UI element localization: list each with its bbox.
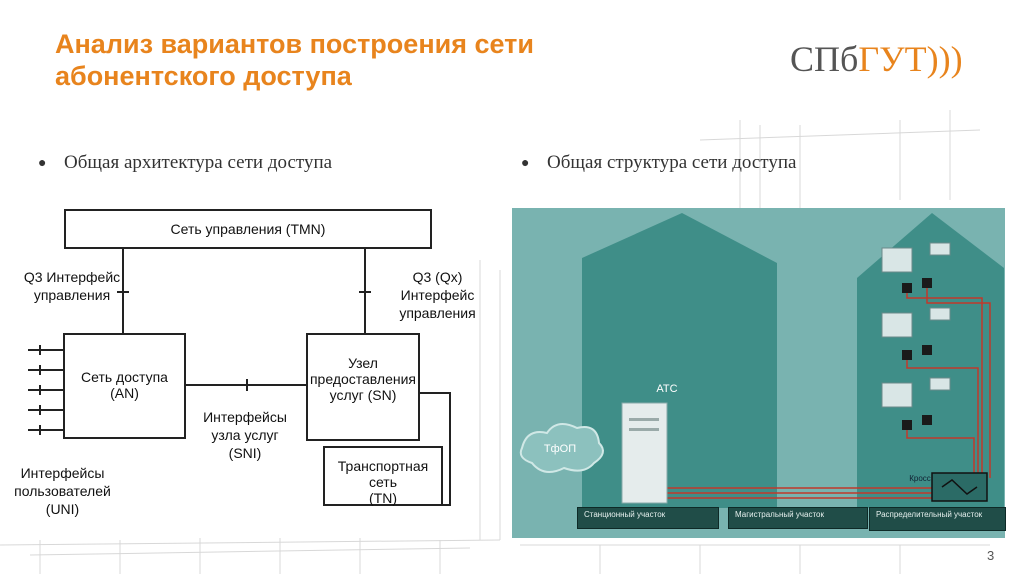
access-network-box: Сеть доступа (AN) bbox=[63, 333, 186, 439]
sn-line2: предоставления bbox=[309, 371, 417, 387]
q3-right-line1: Q3 (Qx) Интерфейс bbox=[400, 269, 475, 303]
q3-left-line2: управления bbox=[33, 287, 111, 303]
sn-line1: Узел bbox=[348, 355, 378, 371]
segment-station: Станционный участок bbox=[577, 507, 719, 529]
q3-right-label: Q3 (Qx) Интерфейс управления bbox=[375, 268, 500, 322]
sn-line3: услуг (SN) bbox=[329, 387, 397, 403]
an-line2: (AN) bbox=[110, 385, 139, 401]
q3-right-line2: управления bbox=[399, 305, 476, 321]
kross-label: Кросс bbox=[909, 474, 931, 483]
q3-left-label: Q3 Интерфейс управления bbox=[22, 268, 122, 304]
service-node-box: Узел предоставления услуг (SN) bbox=[306, 333, 420, 441]
segment-trunk-label: Магистральный участок bbox=[735, 510, 824, 519]
segment-distribution: Распределительный участок bbox=[869, 507, 1006, 531]
ats-label: АТС bbox=[656, 383, 678, 395]
segment-distribution-label: Распределительный участок bbox=[876, 510, 983, 519]
spbgut-logo: СПбГУТ))) bbox=[790, 38, 990, 88]
uni-line3: (UNI) bbox=[45, 501, 80, 517]
tmn-label: Сеть управления (TMN) bbox=[170, 221, 326, 237]
bullet-architecture: ● Общая архитектура сети доступа bbox=[38, 152, 333, 174]
slide-title: Анализ вариантов построения сети абонент… bbox=[55, 29, 534, 91]
an-line1: Сеть доступа bbox=[81, 369, 168, 385]
uni-line1: Интерфейсы bbox=[20, 465, 105, 481]
bullet-dot-icon: ● bbox=[521, 156, 530, 171]
tn-line2: (TN) bbox=[369, 490, 397, 506]
bullet-dot-icon: ● bbox=[38, 156, 47, 171]
logo-part-gut: ГУТ bbox=[858, 39, 927, 79]
sni-line2: узла услуг bbox=[211, 427, 279, 443]
page-number: 3 bbox=[987, 548, 995, 563]
bullet-text: Общая архитектура сети доступа bbox=[64, 152, 333, 173]
logo-part-spb: СПб bbox=[790, 39, 859, 79]
sni-line3: (SNI) bbox=[228, 445, 262, 461]
tfop-label: ТфОП bbox=[543, 443, 577, 455]
illustration-drawing bbox=[519, 213, 1004, 508]
segment-trunk: Магистральный участок bbox=[728, 507, 868, 529]
q3-left-line1: Q3 Интерфейс bbox=[23, 269, 121, 285]
segment-station-label: Станционный участок bbox=[584, 510, 666, 519]
tmn-box: Сеть управления (TMN) bbox=[64, 209, 432, 249]
sni-label: Интерфейсы узла услуг (SNI) bbox=[195, 408, 295, 462]
uni-label: Интерфейсы пользователей (UNI) bbox=[5, 464, 120, 518]
bullet-text: Общая структура сети доступа bbox=[547, 152, 797, 173]
uni-line2: пользователей bbox=[14, 483, 111, 499]
transport-network-box: Транспортная сеть (TN) bbox=[323, 446, 443, 506]
network-structure-illustration: АТС ТфОП Кросс bbox=[512, 208, 1005, 538]
sni-line1: Интерфейсы bbox=[203, 409, 287, 425]
bullet-structure: ● Общая структура сети доступа bbox=[521, 152, 797, 174]
logo-waves: ))) bbox=[926, 39, 963, 79]
tn-line1: Транспортная сеть bbox=[337, 458, 429, 490]
